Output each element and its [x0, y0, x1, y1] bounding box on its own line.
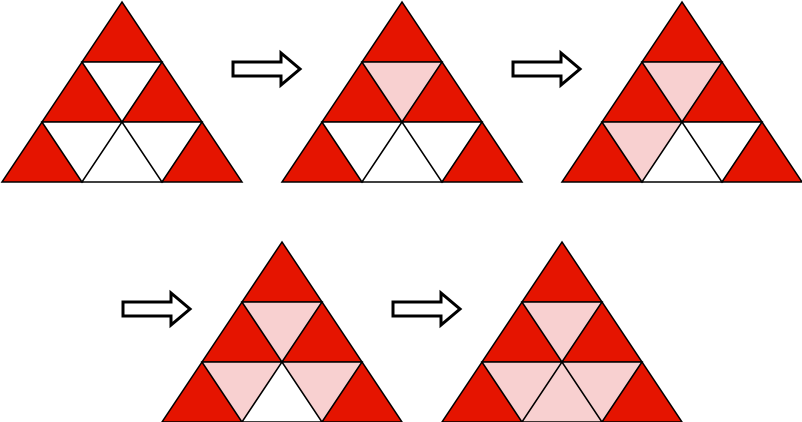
step-4-triangle	[161, 240, 403, 422]
step-5-cell-top	[520, 240, 604, 303]
step-2-cell-bot-right	[440, 120, 524, 183]
step-3-cell-bot-right	[720, 120, 802, 183]
step-5-cell-bot-right	[601, 360, 683, 422]
arrow-2-right-arrow-icon	[511, 49, 583, 89]
step-3-triangle	[560, 0, 802, 184]
arrow-3-right-arrow-icon	[121, 289, 193, 329]
step-5-triangle	[441, 240, 683, 422]
step-2-triangle	[280, 0, 524, 184]
step-1-cell-top	[80, 0, 164, 63]
step-2-cell-top	[360, 0, 444, 63]
step-3-cell-top	[640, 0, 724, 63]
step-4-cell-bot-right	[321, 360, 403, 422]
step-1-cell-bot-right	[160, 120, 244, 183]
arrow-1-right-arrow-icon	[231, 49, 303, 89]
arrow-4-right-arrow-icon	[391, 289, 463, 329]
step-4-cell-top	[240, 240, 324, 303]
step-1-triangle	[0, 0, 244, 184]
